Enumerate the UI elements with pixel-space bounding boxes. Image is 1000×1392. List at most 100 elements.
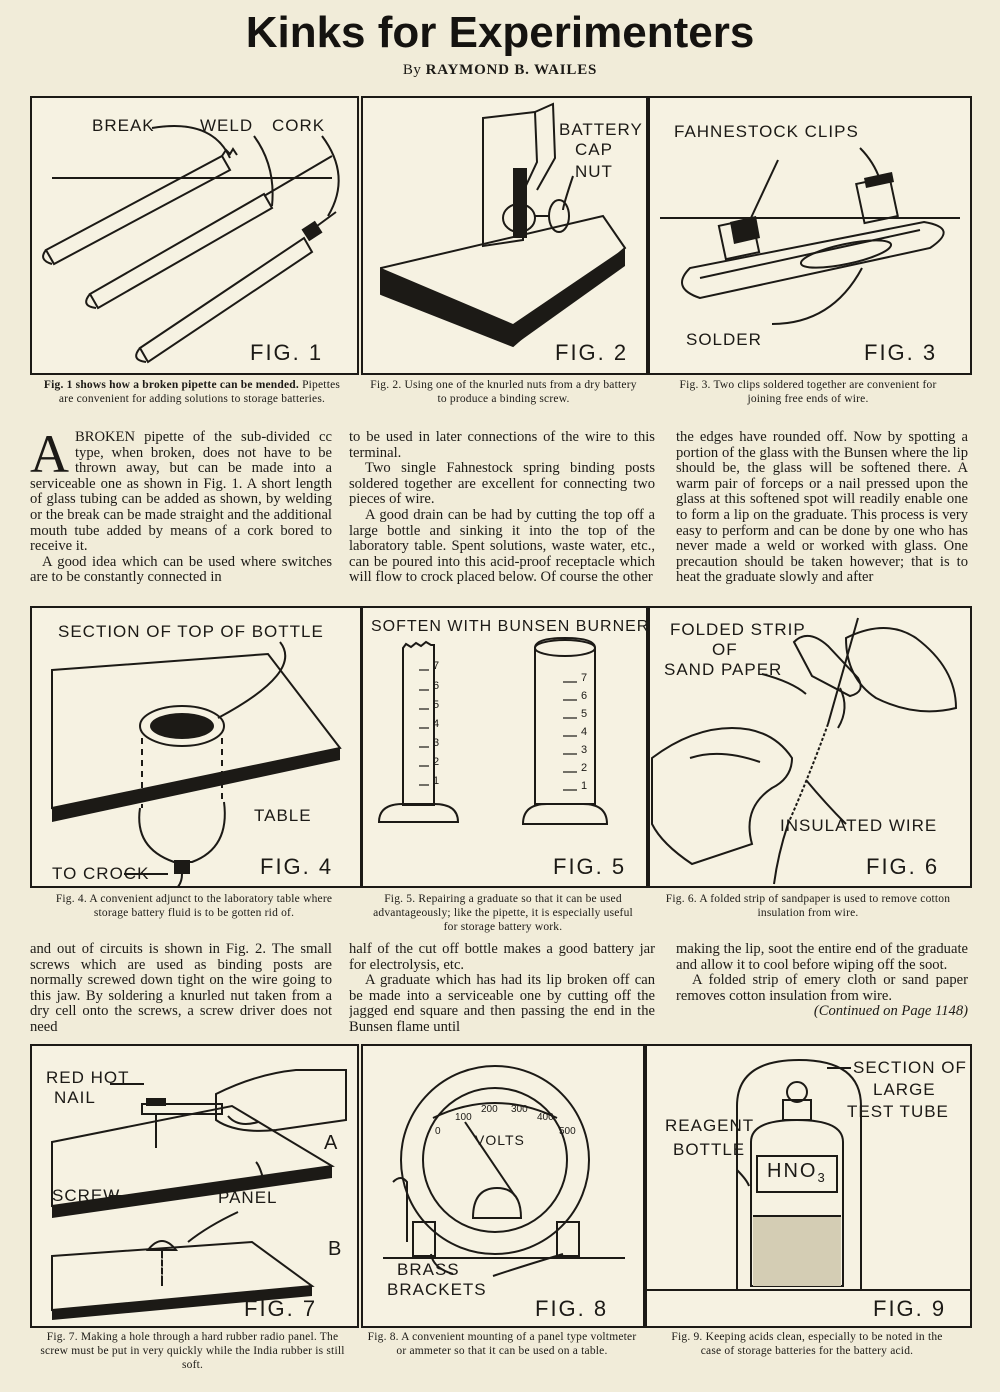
- figure-1-panel: BREAK WELD CORK FIG. 1: [30, 96, 359, 375]
- fig8-dial-100: 100: [455, 1112, 472, 1123]
- para-emery: A folded strip of emery cloth or sand pa…: [676, 972, 968, 1004]
- pipette-with-cork: [135, 211, 337, 364]
- figure-4-panel: SECTION OF TOP OF BOTTLE TABLE TO CROCK …: [30, 606, 362, 888]
- article-column-3-mid: making the lip, soot the entire end of t…: [676, 942, 968, 1036]
- table-top: [51, 652, 342, 822]
- caption-fig7: Fig. 7. Making a hole through a hard rub…: [40, 1331, 345, 1371]
- fig2-number: FIG. 2: [555, 340, 629, 365]
- fig7-label-screw: SCREW: [52, 1186, 121, 1205]
- knurled-nut: [502, 199, 570, 233]
- brass-brackets: [383, 1177, 625, 1259]
- fig5-scale-left-6: 6: [433, 680, 441, 692]
- fig7-label-panel: PANEL: [218, 1188, 278, 1207]
- fig4-label-section: SECTION OF TOP OF BOTTLE: [58, 622, 324, 641]
- figure-5-illustration: [377, 636, 609, 825]
- figure-9-illustration: [647, 1058, 970, 1291]
- fig5-scale-right-5: 5: [581, 708, 589, 720]
- figure-8-illustration: [383, 1065, 625, 1277]
- fig1-number: FIG. 1: [250, 340, 324, 365]
- figure-6-illustration: [651, 617, 958, 885]
- figure-5-panel: SOFTEN WITH BUNSEN BURNER 7 6 5 4 3 2 1 …: [361, 606, 648, 888]
- fig8-label-volts: VOLTS: [475, 1132, 525, 1148]
- hot-nail-and-hand: [141, 1069, 347, 1148]
- reagent-bottle: [750, 1081, 844, 1287]
- fig9-label-large: LARGE: [873, 1080, 936, 1099]
- fig3-label-solder: SOLDER: [686, 330, 762, 349]
- fig5-scale-left-3: 3: [433, 737, 441, 749]
- pipette-broken: [42, 147, 238, 266]
- graduate-broken: [377, 640, 460, 823]
- figure-7-panel: RED HOT NAIL A SCREW PANEL B FIG. 7: [30, 1044, 359, 1328]
- fig4-number: FIG. 4: [260, 854, 334, 879]
- author-name: RAYMOND B. WAILES: [425, 62, 598, 78]
- page-title: Kinks for Experimenters: [245, 8, 755, 57]
- caption-fig8: Fig. 8. A convenient mounting of a panel…: [367, 1331, 637, 1357]
- para-graduate-lip: the edges have rounded off. Now by spott…: [676, 430, 968, 586]
- figure-3-panel: FAHNESTOCK CLIPS SOLDER FIG. 3: [648, 96, 972, 375]
- caption-fig1-rest: Pipettes are convenient for adding solut…: [58, 379, 341, 405]
- figure-9-panel: SECTION OF LARGE TEST TUBE REAGENT BOTTL…: [645, 1044, 972, 1328]
- fig8-dial-0: 0: [435, 1126, 441, 1137]
- caption-fig4: Fig. 4. A convenient adjunct to the labo…: [55, 893, 333, 919]
- graduate-repaired: [521, 636, 609, 825]
- figure-4-illustration: [51, 641, 342, 886]
- continued-note: (Continued on Page 1148): [813, 1003, 968, 1020]
- para-fahnestock: Two single Fahnestock spring binding pos…: [349, 460, 655, 508]
- para-soot: making the lip, soot the entire end of t…: [676, 942, 968, 973]
- insulated-wire: [773, 617, 859, 885]
- byline: By RAYMOND B. WAILES: [0, 62, 1000, 79]
- panel-b: [51, 1240, 315, 1320]
- fig5-scale-left-1: 1: [433, 775, 441, 787]
- fig9-bottle-label: HNO3: [767, 1160, 827, 1186]
- panel-a: [51, 1104, 335, 1218]
- figure-7-illustration: [51, 1069, 347, 1320]
- fig7-label-b: B: [328, 1238, 343, 1260]
- para-circuits: and out of circuits is shown in Fig. 2. …: [30, 942, 332, 1035]
- fig9-label-section: SECTION OF: [853, 1058, 967, 1077]
- fig1-label-break: BREAK: [92, 116, 155, 135]
- figure-2-panel: BATTERY CAP NUT FIG. 2: [361, 96, 648, 375]
- article-column-2-mid: half of the cut off bottle makes a good …: [349, 942, 655, 1036]
- wood-base: [380, 214, 627, 348]
- fig7-number: FIG. 7: [244, 1296, 318, 1321]
- fig2-label-battery: BATTERY: [559, 120, 643, 139]
- fig5-scale-right-2: 2: [581, 762, 589, 774]
- fig4-label-table: TABLE: [254, 806, 312, 825]
- fig5-scale-right-6: 6: [581, 690, 589, 702]
- caption-fig5: Fig. 5. Repairing a graduate so that it …: [373, 893, 633, 933]
- caption-fig2: Fig. 2. Using one of the knurled nuts fr…: [370, 379, 637, 405]
- para-broken-pipette: BROKEN pipette of the sub-divided cc typ…: [30, 430, 332, 555]
- fig9-number: FIG. 9: [873, 1296, 947, 1321]
- article-column-2-top: to be used in later connections of the w…: [349, 430, 655, 602]
- fig8-dial-200: 200: [481, 1104, 498, 1115]
- fig1-label-weld: WELD: [200, 116, 254, 135]
- fig5-scale-right-3: 3: [581, 744, 589, 756]
- fig6-label-sandpaper: SAND PAPER: [664, 660, 783, 679]
- fig2-label-cap: CAP: [575, 140, 613, 159]
- fig6-label-of: OF: [712, 640, 738, 659]
- fig5-number: FIG. 5: [553, 854, 627, 879]
- fig6-number: FIG. 6: [866, 854, 940, 879]
- fig3-number: FIG. 3: [864, 340, 938, 365]
- fig6-label-wire: INSULATED WIRE: [780, 816, 938, 835]
- fig8-dial-500: 500: [559, 1126, 576, 1137]
- fig8-dial-300: 300: [511, 1104, 528, 1115]
- caption-fig3: Fig. 3. Two clips soldered together are …: [679, 379, 937, 405]
- upper-hand-with-sandpaper: [792, 627, 958, 729]
- para-switches: A good idea which can be used where swit…: [30, 553, 332, 586]
- caption-fig6: Fig. 6. A folded strip of sandpaper is u…: [665, 893, 951, 919]
- fig5-scale-right-1: 1: [581, 780, 589, 792]
- byline-prefix: By: [402, 62, 422, 78]
- fig9-formula: HNO: [767, 1160, 818, 1182]
- figure-1-illustration: [42, 125, 340, 364]
- fig5-scale-right-7: 7: [581, 672, 589, 684]
- caption-fig9: Fig. 9. Keeping acids clean, especially …: [671, 1331, 943, 1357]
- caption-fig1: Fig. 1 shows how a broken pipette can be…: [42, 378, 342, 406]
- article-column-3-top: the edges have rounded off. Now by spott…: [676, 430, 968, 602]
- para-battery-jar: half of the cut off bottle makes a good …: [349, 942, 655, 973]
- drop-cap: A: [30, 430, 69, 484]
- para-graduate: A graduate which has had its lip broken …: [349, 972, 655, 1035]
- fig4-label-crock: TO CROCK: [52, 864, 150, 883]
- lower-hand: [651, 726, 794, 866]
